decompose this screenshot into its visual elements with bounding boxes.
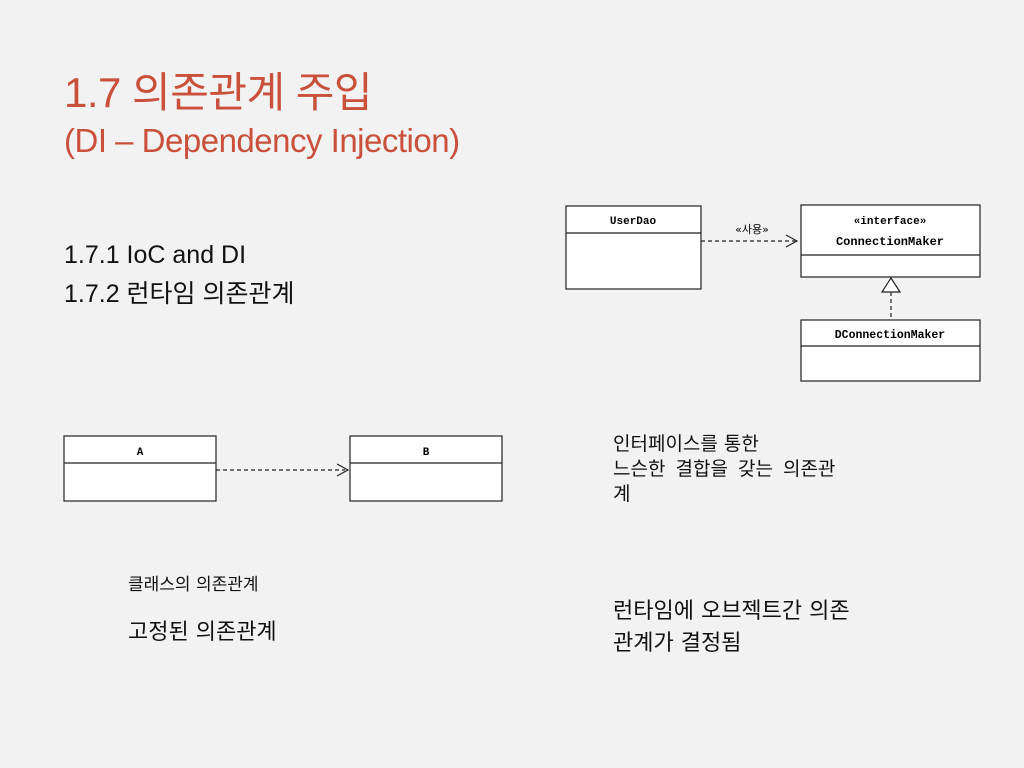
interface-note: 인터페이스를 통한 느슨한 결합을 갖는 의존관 계 — [613, 432, 835, 507]
bullet-ioc-di: 1.7.1 IoC and DI — [64, 241, 247, 269]
connectionmaker-label: ConnectionMaker — [836, 235, 944, 249]
connectionmaker-interface-box: «interface» ConnectionMaker — [800, 204, 981, 278]
runtime-note-line-2: 관계가 결정됨 — [613, 631, 742, 656]
class-dependency-small: 클래스의 의존관계 — [128, 575, 259, 595]
userdao-class-box: UserDao — [565, 205, 702, 290]
class-b-label: B — [423, 447, 430, 459]
interface-stereotype: «interface» — [854, 216, 927, 228]
title-line-2: (DI – Dependency Injection) — [64, 122, 460, 159]
interface-note-line-1: 인터페이스를 통한 — [613, 433, 759, 455]
runtime-note-line-1: 런타임에 오브젝트간 의존 — [613, 599, 850, 624]
bullet-list: 1.7.1 IoC and DI 1.7.2 런타임 의존관계 — [64, 236, 295, 314]
slide-title: 1.7 의존관계 주입 (DI – Dependency Injection) — [64, 66, 460, 162]
a-to-b-arrow — [216, 463, 350, 477]
dconnectionmaker-label: DConnectionMaker — [835, 329, 946, 342]
title-line-1: 1.7 의존관계 주입 — [64, 69, 373, 116]
usage-label: «사용» — [735, 223, 769, 236]
interface-note-line-2: 느슨한 결합을 갖는 의존관 — [613, 458, 836, 480]
class-dependency-big: 고정된 의존관계 — [128, 620, 277, 645]
class-a-box: A — [63, 435, 217, 502]
bullet-runtime-dependency: 1.7.2 런타임 의존관계 — [64, 280, 295, 308]
interface-note-line-3: 계 — [613, 483, 631, 505]
usage-arrow: «사용» — [701, 223, 799, 248]
runtime-note: 런타임에 오브젝트간 의존 관계가 결정됨 — [613, 596, 850, 660]
class-a-label: A — [137, 447, 144, 459]
dconnectionmaker-class-box: DConnectionMaker — [800, 319, 981, 382]
realization-arrow — [880, 276, 902, 320]
class-b-box: B — [349, 435, 503, 502]
userdao-label: UserDao — [610, 216, 657, 228]
